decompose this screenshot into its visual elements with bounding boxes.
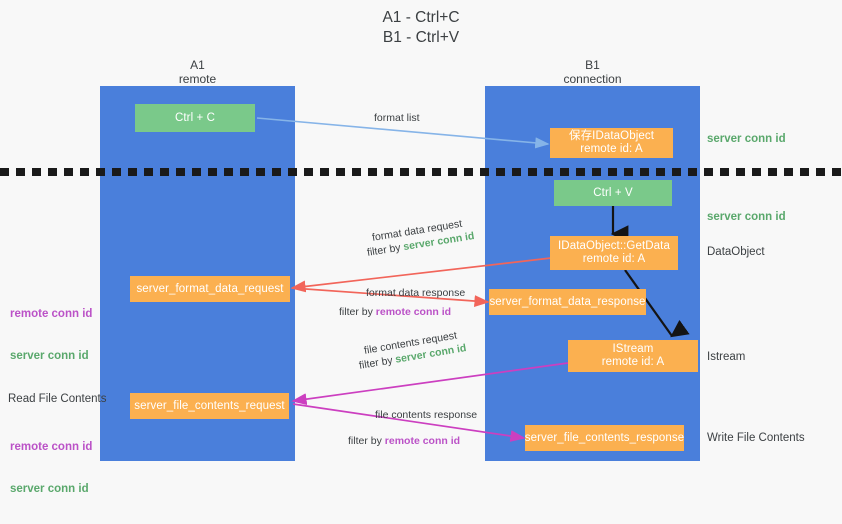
box-ctrl-v-line1: Ctrl + V: [593, 186, 633, 199]
page-title: A1 - Ctrl+C B1 - Ctrl+V: [382, 9, 460, 46]
conn-id-server-file: server conn id: [10, 483, 89, 495]
box-server-format-data-response-label: server_format_data_response: [489, 295, 646, 308]
box-istream-line1: IStream: [612, 343, 654, 355]
label-server-conn-id-top: server conn id: [707, 133, 786, 145]
box-ctrl-v[interactable]: Ctrl + V: [554, 180, 672, 206]
box-server-format-data-response[interactable]: server_format_data_response: [489, 289, 646, 315]
label-read-file-contents: Read File Contents: [8, 393, 107, 405]
edge-filter-prefix-fdreq: filter by: [366, 241, 405, 259]
label-istream: Istream: [707, 351, 746, 363]
conn-id-remote-format: remote conn id: [10, 308, 93, 320]
edge-filter-format-data-response: filter by remote conn id: [339, 305, 451, 319]
box-ctrl-c[interactable]: Ctrl + C: [135, 104, 255, 132]
edge-filter-prefix-fdres: filter by: [339, 306, 376, 318]
box-server-file-contents-request[interactable]: server_file_contents_request: [130, 393, 289, 419]
box-server-file-contents-response[interactable]: server_file_contents_response: [525, 425, 684, 451]
edge-filter-value-fdres: remote conn id: [375, 306, 452, 318]
box-save-idataobject-line1: 保存IDataObject: [568, 130, 655, 142]
edge-label-format-data-response: format data response: [366, 287, 466, 299]
edge-filter-value-fcres: remote conn id: [384, 435, 461, 447]
conn-id-server-format: server conn id: [10, 350, 89, 362]
conn-id-remote-file: remote conn id: [10, 441, 93, 453]
box-server-file-contents-request-label: server_file_contents_request: [134, 399, 285, 412]
box-idataobject-getdata[interactable]: IDataObject::GetData remote id: A: [550, 236, 678, 270]
label-write-file-contents: Write File Contents: [707, 432, 805, 444]
box-ctrl-c-line1: Ctrl + C: [174, 111, 216, 124]
edge-filter-file-contents-response: filter by remote conn id: [348, 434, 460, 448]
edge-filter-prefix-fcres: filter by: [348, 435, 385, 447]
label-dataobject: DataObject: [707, 246, 765, 258]
box-server-format-data-request-label: server_format_data_request: [136, 282, 284, 295]
label-server-conn-id-mid: server conn id: [707, 211, 786, 223]
edge-filter-prefix-fcreq: filter by: [358, 353, 397, 372]
box-getdata-line1: IDataObject::GetData: [558, 240, 670, 252]
box-server-file-contents-response-label: server_file_contents_response: [524, 431, 685, 444]
box-save-idataobject[interactable]: 保存IDataObject remote id: A: [550, 128, 673, 158]
edge-label-file-contents-response: file contents response: [375, 409, 478, 421]
diagram-canvas: A1 - Ctrl+C B1 - Ctrl+V A1 remote B1 con…: [0, 9, 842, 495]
box-save-idataobject-line2: remote id: A: [580, 143, 643, 155]
conn-id-group-format: remote conn id server conn id: [10, 279, 92, 391]
conn-id-group-file: remote conn id server conn id: [10, 412, 92, 524]
phase-divider: [0, 168, 842, 176]
column-header-a1: A1 remote: [178, 58, 217, 86]
column-header-b1: B1 connection: [563, 58, 622, 86]
edge-label-format-list: format list: [374, 112, 420, 124]
box-istream[interactable]: IStream remote id: A: [568, 340, 698, 372]
box-getdata-line2: remote id: A: [582, 253, 646, 265]
box-istream-line2: remote id: A: [601, 356, 665, 368]
box-server-format-data-request[interactable]: server_format_data_request: [130, 276, 290, 302]
